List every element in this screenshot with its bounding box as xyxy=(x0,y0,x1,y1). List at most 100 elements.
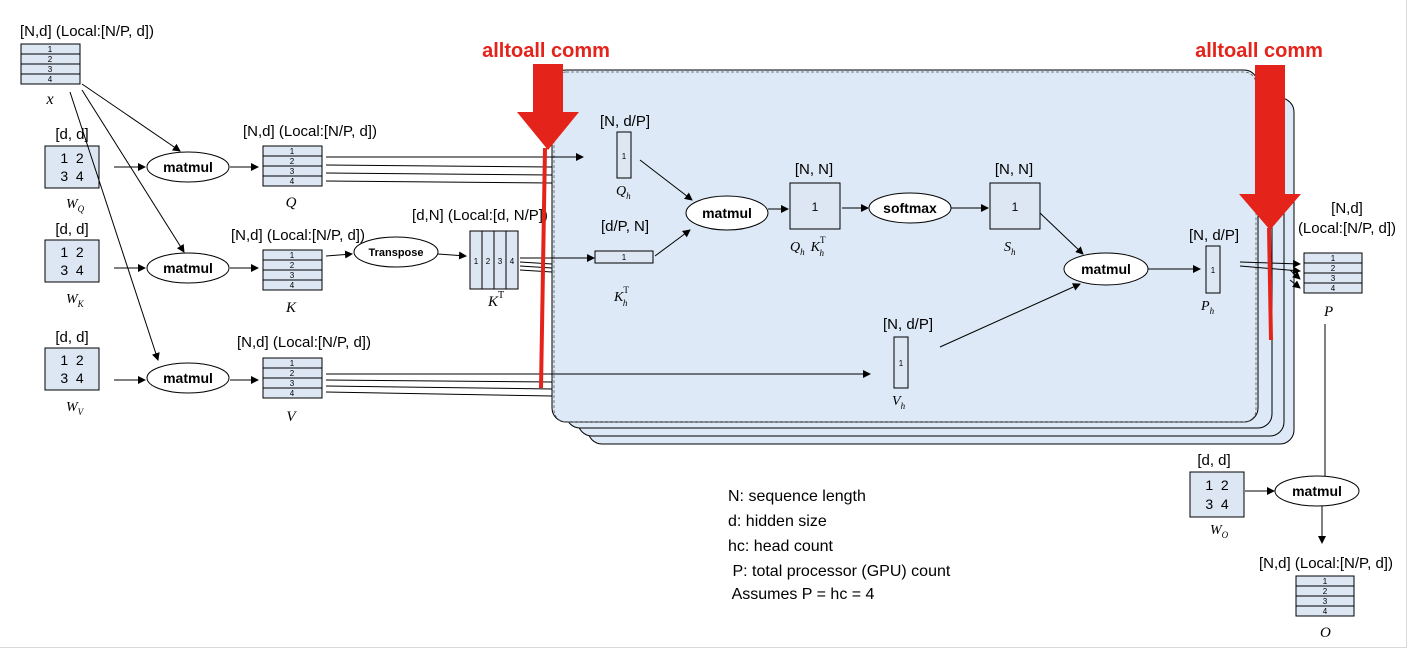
svg-text:3: 3 xyxy=(498,257,503,266)
vh-cell: 1 xyxy=(899,359,904,368)
vh-var: Vh xyxy=(892,394,906,411)
svg-text:4: 4 xyxy=(290,281,295,290)
svg-text:matmul: matmul xyxy=(163,370,213,386)
matmul-sv-op: matmul xyxy=(1063,252,1149,286)
svg-text:1: 1 xyxy=(290,251,295,260)
svg-text:4: 4 xyxy=(1323,607,1328,616)
wv-matrix xyxy=(44,347,100,391)
qk-shape-label: [N, N] xyxy=(795,161,833,178)
head-panel-stack xyxy=(551,69,1295,445)
qh-kth-arrows xyxy=(639,159,693,257)
alltoall-arrow-2 xyxy=(1239,65,1301,341)
sh-cell: 1 xyxy=(1012,200,1019,214)
svg-text:3: 3 xyxy=(290,271,295,280)
svg-text:softmax: softmax xyxy=(883,200,937,216)
k-var: K xyxy=(285,300,297,316)
svg-text:2: 2 xyxy=(290,261,295,270)
kth-matrix xyxy=(594,250,654,264)
wo-shape-label: [d, d] xyxy=(1197,452,1230,469)
x-row-1: 1 xyxy=(48,45,53,54)
legend-line-p: P: total processor (GPU) count xyxy=(728,563,951,580)
o-shape-label: [N,d] (Local:[N/P, d]) xyxy=(1259,555,1393,572)
v-var: V xyxy=(286,409,297,425)
vh-shape-label: [N, d/P] xyxy=(883,316,933,333)
k-matrix: 1 2 3 4 xyxy=(262,249,323,291)
legend-line-hc: hc: head count xyxy=(728,538,833,555)
svg-text:2: 2 xyxy=(290,369,295,378)
kt-to-kth-lines xyxy=(519,254,595,273)
wo-var: WO xyxy=(1210,523,1229,540)
x-shape-label: [N,d] (Local:[N/P, d]) xyxy=(20,23,154,40)
ph-matrix xyxy=(1205,245,1221,294)
alltoall-label-1: alltoall comm xyxy=(482,40,610,62)
svg-text:3: 3 xyxy=(1331,274,1336,283)
x-row-3: 3 xyxy=(48,65,53,74)
softmax-op: softmax xyxy=(868,192,952,224)
wq-row-1: 1 2 xyxy=(60,150,84,166)
q-shape-label: [N,d] (Local:[N/P, d]) xyxy=(243,123,377,140)
q-to-qh-lines xyxy=(325,153,584,184)
svg-text:2: 2 xyxy=(1323,587,1328,596)
svg-text:Transpose: Transpose xyxy=(368,247,423,259)
wk-matrix xyxy=(44,239,100,283)
svg-text:matmul: matmul xyxy=(163,260,213,276)
svg-text:matmul: matmul xyxy=(1081,261,1131,277)
svg-text:2: 2 xyxy=(486,257,491,266)
svg-text:1: 1 xyxy=(1331,254,1336,263)
wk-shape-label: [d, d] xyxy=(55,221,88,238)
legend-line-n: N: sequence length xyxy=(728,488,866,505)
qk-matrix xyxy=(789,182,841,230)
p-var: P xyxy=(1323,304,1333,320)
svg-text:3: 3 xyxy=(290,379,295,388)
kth-cell: 1 xyxy=(622,253,627,262)
vh-matrix xyxy=(893,336,909,389)
svg-text:3: 3 xyxy=(290,167,295,176)
svg-text:1: 1 xyxy=(290,147,295,156)
matmul-v-op: matmul xyxy=(146,362,230,394)
svg-text:3: 3 xyxy=(1323,597,1328,606)
x-row-2: 2 xyxy=(48,55,53,64)
wv-row-1: 1 2 xyxy=(60,352,84,368)
wo-row-2: 3 4 xyxy=(1205,496,1229,512)
v-to-vh-lines xyxy=(325,370,871,397)
matmul-o-op: matmul xyxy=(1274,475,1360,507)
wk-row-1: 1 2 xyxy=(60,244,84,260)
matmul-q-op: matmul xyxy=(146,151,230,183)
wk-var: WK xyxy=(66,292,85,309)
qh-matrix xyxy=(616,131,632,179)
p-matrix: 1 2 3 4 xyxy=(1303,252,1363,294)
wv-shape-label: [d, d] xyxy=(55,329,88,346)
p-shape-line2: (Local:[N/P, d]) xyxy=(1298,220,1396,237)
p-shape-line1: [N,d] xyxy=(1331,200,1363,217)
kt-matrix: 1 2 3 4 xyxy=(469,230,519,290)
wv-row-2: 3 4 xyxy=(60,370,84,386)
wv-var: WV xyxy=(66,400,85,417)
svg-text:2: 2 xyxy=(290,157,295,166)
v-matrix: 1 2 3 4 xyxy=(262,357,323,399)
svg-text:1: 1 xyxy=(474,257,479,266)
q-matrix: 1 2 3 4 xyxy=(262,145,323,187)
qh-var: Qh xyxy=(616,184,631,201)
svg-text:4: 4 xyxy=(290,389,295,398)
ph-var: Ph xyxy=(1200,299,1215,316)
qh-shape-label: [N, d/P] xyxy=(600,113,650,130)
sh-var: Sh xyxy=(1004,240,1016,257)
o-matrix: 1 2 3 4 xyxy=(1295,575,1355,617)
x-var: x xyxy=(45,91,53,108)
kt-var: KT xyxy=(487,290,504,310)
x-row-4: 4 xyxy=(48,75,53,84)
svg-text:1: 1 xyxy=(290,359,295,368)
sh-shape-label: [N, N] xyxy=(995,161,1033,178)
svg-text:4: 4 xyxy=(1331,284,1336,293)
svg-text:4: 4 xyxy=(290,177,295,186)
wo-matrix xyxy=(1189,471,1245,518)
transpose-op: Transpose xyxy=(353,236,439,268)
legend-line-d: d: hidden size xyxy=(728,513,827,530)
svg-text:matmul: matmul xyxy=(1292,483,1342,499)
qh-cell: 1 xyxy=(622,152,627,161)
kt-shape-label: [d,N] (Local:[d, N/P]) xyxy=(412,207,548,224)
